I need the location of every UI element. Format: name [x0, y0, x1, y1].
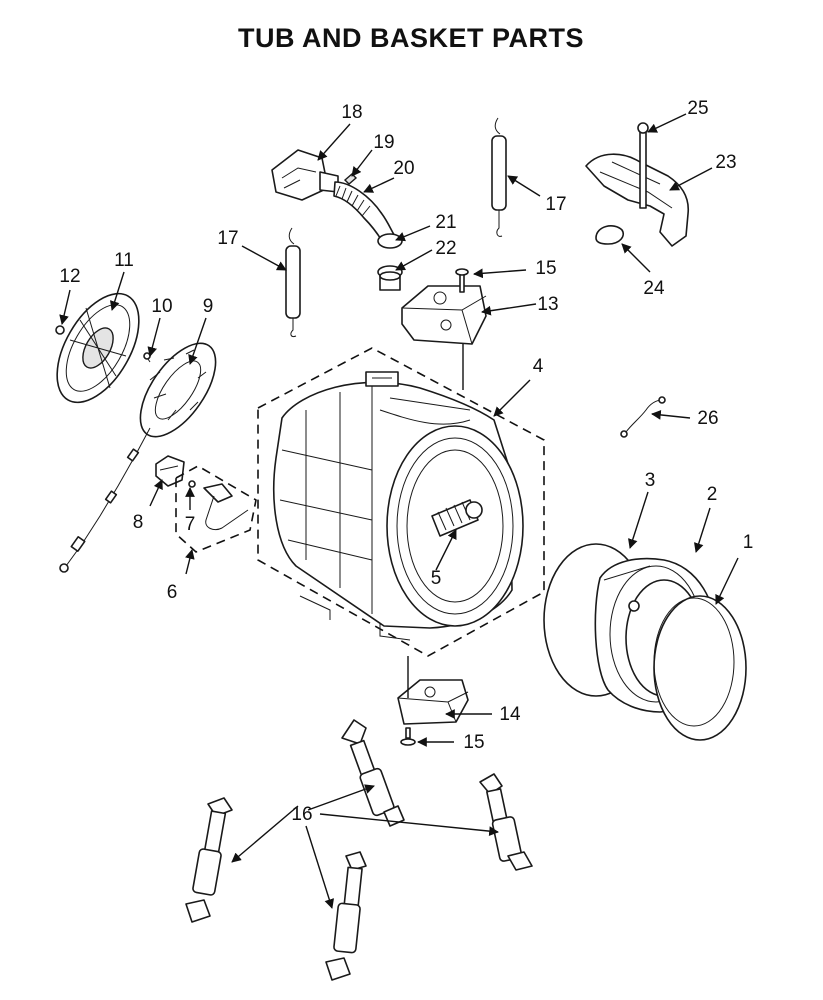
label-part-18: 18 — [341, 102, 362, 123]
pulley-drawing — [55, 292, 140, 404]
label-part-22: 22 — [435, 238, 456, 259]
label-part-15-top: 15 — [535, 258, 556, 279]
label-part-11: 11 — [114, 250, 134, 271]
label-part-2: 2 — [707, 484, 718, 505]
label-part-1: 1 — [743, 532, 754, 553]
label-part-19: 19 — [373, 132, 394, 153]
label-part-24: 24 — [643, 278, 665, 299]
label-part-13: 13 — [537, 294, 558, 315]
bracket-assembly-drawing — [585, 122, 690, 247]
damper-a-drawing — [341, 719, 405, 827]
door-seal-drawing — [543, 543, 747, 741]
tub-drawing — [273, 371, 524, 641]
dashed-outline-part-6 — [175, 465, 257, 553]
label-part-17-left: 17 — [217, 228, 238, 249]
damper-c-drawing — [185, 797, 233, 923]
label-part-7: 7 — [185, 514, 196, 535]
part-number-labels: 1 2 3 4 5 6 7 8 9 10 11 12 13 14 15 15 1… — [59, 98, 753, 825]
damper-d-drawing — [325, 851, 367, 981]
label-part-9: 9 — [203, 296, 214, 317]
label-part-10: 10 — [151, 296, 172, 317]
wire-part-26-drawing — [620, 396, 666, 438]
label-part-5: 5 — [431, 568, 442, 589]
diagram-title: TUB AND BASKET PARTS — [238, 23, 584, 53]
label-part-21: 21 — [435, 212, 456, 233]
dashed-outline-part-4 — [257, 347, 545, 657]
hose-assembly-drawing — [271, 149, 403, 291]
label-part-26: 26 — [697, 408, 718, 429]
label-part-16: 16 — [291, 804, 312, 825]
spring-left-drawing — [285, 227, 301, 337]
label-part-23: 23 — [715, 152, 736, 173]
label-part-12: 12 — [59, 266, 80, 287]
label-part-17-right: 17 — [545, 194, 566, 215]
wire-harness-drawing — [59, 427, 151, 573]
spring-right-drawing — [491, 117, 507, 237]
label-part-20: 20 — [393, 158, 414, 179]
label-part-8: 8 — [133, 512, 144, 533]
counterweight-top-drawing — [401, 268, 487, 345]
sensor-drawing — [155, 455, 185, 487]
label-part-4: 4 — [533, 356, 544, 377]
label-part-25: 25 — [687, 98, 708, 119]
leader-lines — [59, 113, 739, 909]
label-part-14: 14 — [499, 704, 521, 725]
rotor-drawing — [139, 342, 217, 438]
damper-b-drawing — [479, 773, 533, 871]
label-part-6: 6 — [167, 582, 178, 603]
label-part-3: 3 — [645, 470, 656, 491]
shaft-drawing — [431, 499, 483, 537]
heater-drawing — [188, 480, 249, 531]
label-part-15-bottom: 15 — [463, 732, 484, 753]
